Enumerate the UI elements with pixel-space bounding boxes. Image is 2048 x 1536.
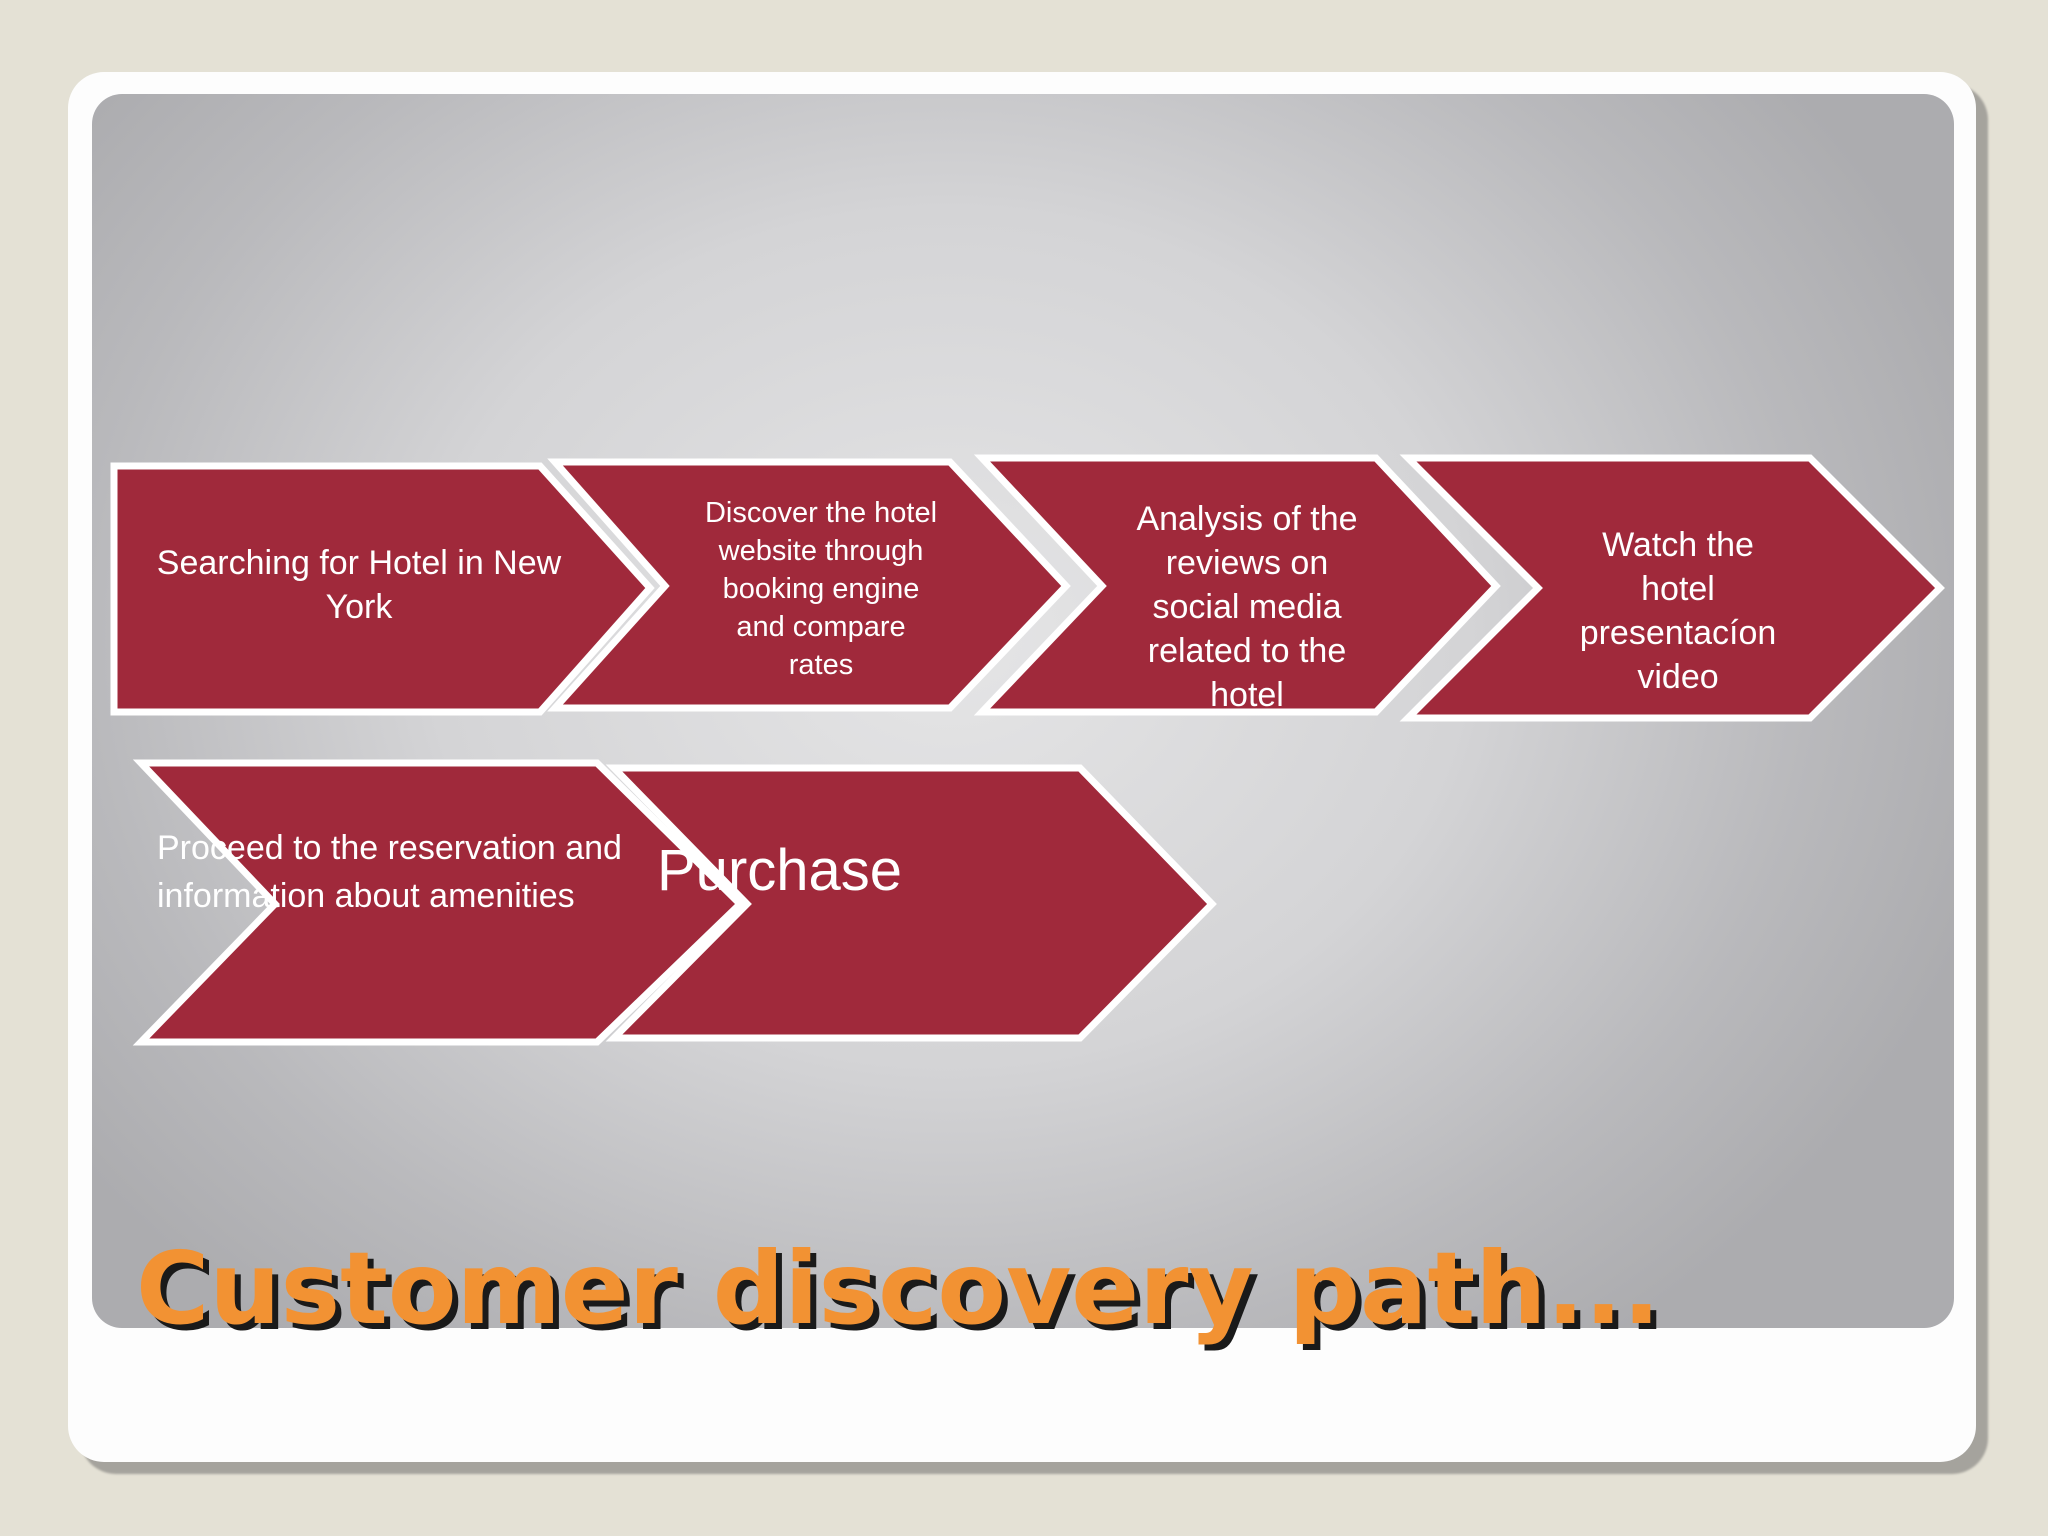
chevron-step-5 bbox=[132, 759, 746, 1046]
step-label-line: social media bbox=[1153, 588, 1342, 626]
step-label-4: Watch the hotel presentacíon video bbox=[1580, 526, 1777, 696]
step-label-6: Purchase bbox=[657, 838, 902, 903]
step-label-line: Analysis of the bbox=[1136, 500, 1357, 538]
step-label-line: York bbox=[326, 588, 394, 626]
step-label-5: Proceed to the reservation and informatio… bbox=[157, 829, 622, 915]
step-label-3: Analysis of the reviews on social media rel… bbox=[1136, 500, 1357, 714]
chevron-step-3 bbox=[973, 454, 1501, 716]
step-label-line: reviews on bbox=[1166, 544, 1329, 582]
step-label-line: hotel bbox=[1641, 570, 1715, 608]
chevron-step-6 bbox=[605, 764, 1217, 1042]
step-label-2: Discover the hotel website through booking… bbox=[705, 497, 937, 681]
step-label-line: video bbox=[1637, 658, 1718, 696]
step-label-line: Proceed to the reservation and bbox=[157, 829, 622, 867]
step-label-line: related to the bbox=[1148, 632, 1346, 670]
chevron-step-4 bbox=[1399, 454, 1945, 722]
slide-title: Customer discovery path... bbox=[136, 1230, 1661, 1347]
step-label-line: hotel bbox=[1210, 676, 1284, 714]
step-label-line: information about amenities bbox=[157, 877, 575, 915]
chevron-step-1 bbox=[110, 462, 655, 716]
step-label-line: booking engine bbox=[723, 573, 920, 605]
step-label-line: Discover the hotel bbox=[705, 497, 937, 529]
step-label-line: Purchase bbox=[657, 838, 902, 903]
step-label-line: and compare bbox=[736, 611, 905, 643]
step-label-line: Watch the bbox=[1602, 526, 1754, 564]
step-label-line: Searching for Hotel in New bbox=[157, 544, 562, 582]
step-label-line: rates bbox=[789, 649, 853, 681]
step-label-line: presentacíon bbox=[1580, 614, 1777, 652]
chevron-step-2 bbox=[547, 458, 1071, 712]
step-label-line: website through bbox=[718, 535, 924, 567]
